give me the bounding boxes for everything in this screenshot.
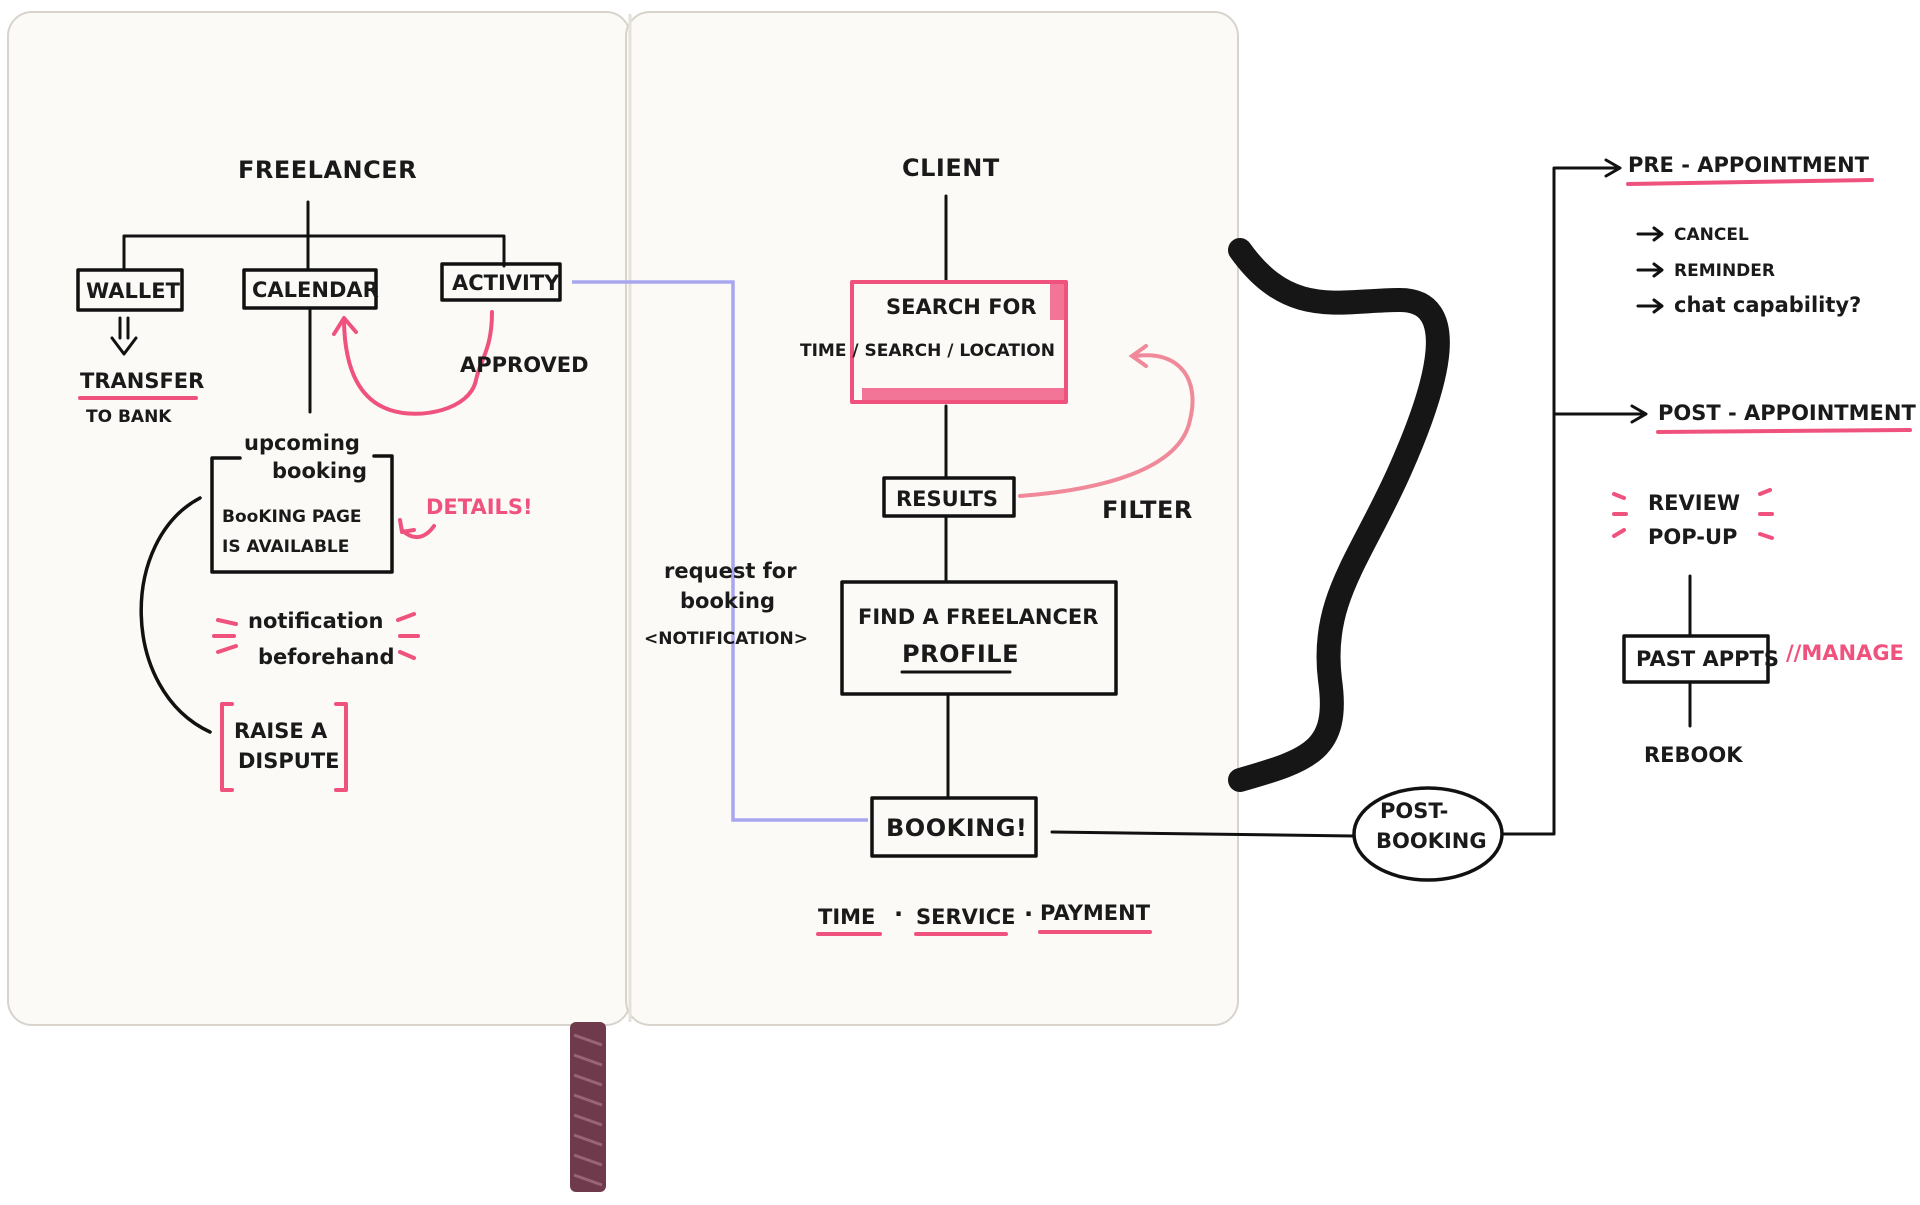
freelancer-section: FREELANCER WALLET CALENDAR ACTIVITY TRAN… xyxy=(76,156,589,792)
approved-label: APPROVED xyxy=(460,353,589,377)
pre-appointment-section: PRE - APPOINTMENT CANCEL REMINDER chat c… xyxy=(1626,153,1874,317)
review-line2: POP-UP xyxy=(1648,525,1737,549)
request-line1: request for xyxy=(664,559,797,583)
post-appointment-title: POST - APPOINTMENT xyxy=(1658,401,1916,425)
pre-item-cancel: CANCEL xyxy=(1674,225,1749,245)
booking-label: booking xyxy=(272,459,367,483)
calendar-box: CALENDAR xyxy=(252,278,379,302)
request-connector xyxy=(572,280,868,822)
search-line2: TIME / SEARCH / LOCATION xyxy=(800,341,1055,361)
activity-box: ACTIVITY xyxy=(452,271,560,295)
dispute-line1: RAISE A xyxy=(234,719,328,743)
booking-page-line2: IS AVAILABLE xyxy=(222,537,349,557)
manage-label: //MANAGE xyxy=(1786,641,1904,665)
rebook-label: REBOOK xyxy=(1644,743,1743,767)
to-bank-label: TO BANK xyxy=(86,407,172,427)
post-booking-section: POST- BOOKING xyxy=(1050,158,1648,882)
pre-item-reminder: REMINDER xyxy=(1674,261,1775,281)
request-note: request for booking <NOTIFICATION> xyxy=(644,559,808,649)
booking-box: BOOKING! xyxy=(886,814,1027,842)
pre-appointment-title: PRE - APPOINTMENT xyxy=(1628,153,1870,177)
request-line2: booking xyxy=(680,589,775,613)
notification-line1: notification xyxy=(248,609,383,633)
elastic-strap xyxy=(1228,238,1450,792)
search-line1: SEARCH FOR xyxy=(886,295,1037,319)
filter-label: FILTER xyxy=(1102,496,1193,524)
client-title: CLIENT xyxy=(902,154,1000,182)
details-label: DETAILS! xyxy=(426,495,533,519)
past-appts-box: PAST APPTS xyxy=(1636,647,1779,671)
ribbon-texture xyxy=(573,1033,603,1187)
results-box: RESULTS xyxy=(896,487,998,511)
find-line1: FIND A FREELANCER xyxy=(858,605,1098,629)
time-label: TIME xyxy=(818,905,875,929)
post-booking-line2: BOOKING xyxy=(1376,829,1487,853)
wallet-box: WALLET xyxy=(86,279,181,303)
payment-label: PAYMENT xyxy=(1040,901,1151,925)
service-label: SERVICE xyxy=(916,905,1015,929)
request-line3: <NOTIFICATION> xyxy=(644,629,808,649)
approved-arrow xyxy=(342,310,494,416)
filter-arrow xyxy=(1018,353,1195,498)
notification-line2: beforehand xyxy=(258,645,395,669)
dot-1: · xyxy=(894,900,904,928)
pre-item-chat: chat capability? xyxy=(1674,293,1861,317)
dispute-line2: DISPUTE xyxy=(238,749,339,773)
dot-2: · xyxy=(1024,900,1034,928)
booking-page-line1: BooKING PAGE xyxy=(222,507,362,527)
dispute-curve xyxy=(139,496,212,734)
client-section: CLIENT SEARCH FOR TIME / SEARCH / LOCATI… xyxy=(800,154,1195,936)
review-line1: REVIEW xyxy=(1648,491,1740,515)
post-booking-line1: POST- xyxy=(1380,799,1448,823)
post-appointment-section: POST - APPOINTMENT REVIEW POP-UP PAST AP… xyxy=(1612,401,1916,767)
search-box-shadow xyxy=(862,388,1066,404)
transfer-label: TRANSFER xyxy=(80,369,204,393)
find-line2: PROFILE xyxy=(902,640,1019,668)
upcoming-label: upcoming xyxy=(244,431,360,455)
freelancer-title: FREELANCER xyxy=(238,156,417,184)
ribbon-bookmark xyxy=(570,1022,606,1192)
paper-right-page xyxy=(625,11,1239,1026)
